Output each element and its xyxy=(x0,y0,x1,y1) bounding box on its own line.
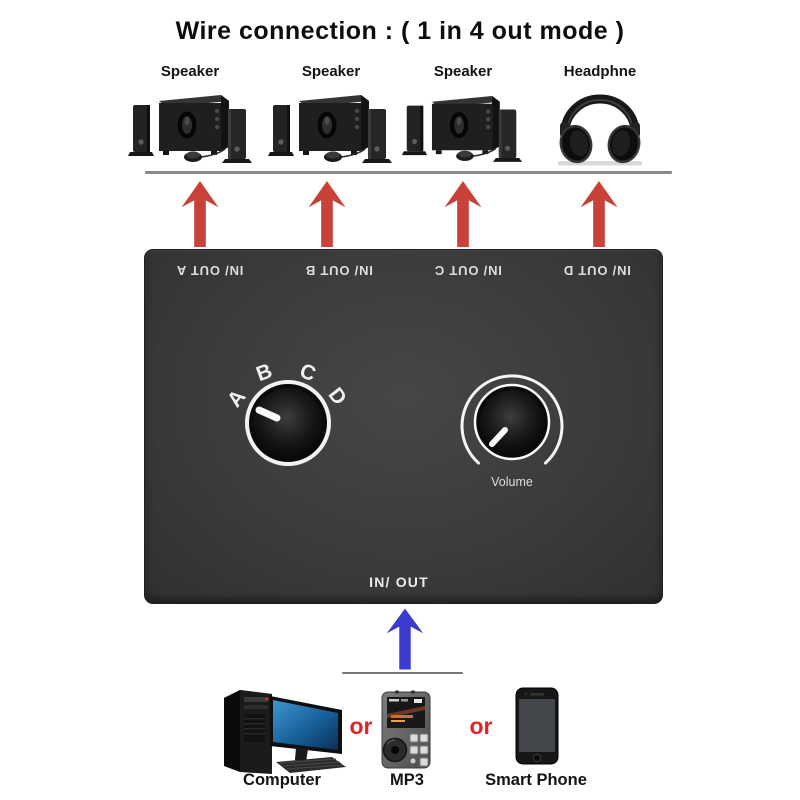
io-label: IN/ OUT xyxy=(369,574,429,590)
output-arrow-a xyxy=(181,181,219,247)
output-arrow-c xyxy=(444,181,482,247)
smartphone-icon xyxy=(515,687,559,765)
output-label-3: Speaker xyxy=(433,63,493,80)
speaker-icon xyxy=(128,95,252,163)
volume-knob[interactable]: Volume xyxy=(445,356,585,496)
mp3-player-icon xyxy=(381,690,431,769)
selector-position-a: A xyxy=(223,385,250,411)
connection-line-top xyxy=(145,171,672,174)
input-arrow xyxy=(386,608,424,670)
selector-indicator xyxy=(255,406,281,422)
source-label-smartphone: Smart Phone xyxy=(485,771,587,789)
switcher-device: IN/ OUT A IN/ OUT B IN/ OUT C IN/ OUT D … xyxy=(144,249,663,604)
connection-line-bottom xyxy=(342,672,463,674)
output-label-4: Headphne xyxy=(563,63,637,80)
volume-indicator xyxy=(489,427,508,447)
speaker-icon xyxy=(401,95,523,162)
channel-selector-knob[interactable]: A B C D xyxy=(205,345,375,505)
output-arrow-d xyxy=(580,181,618,247)
or-separator-1: or xyxy=(349,713,373,739)
selector-position-b: B xyxy=(253,359,275,386)
computer-icon xyxy=(224,690,346,774)
port-label-row: IN/ OUT A IN/ OUT B IN/ OUT C IN/ OUT D xyxy=(145,262,662,280)
selector-position-d: D xyxy=(324,383,351,409)
source-label-computer: Computer xyxy=(243,771,321,789)
output-label-1: Speaker xyxy=(160,63,220,80)
headphone-icon xyxy=(558,94,642,166)
source-label-mp3: MP3 xyxy=(390,771,424,789)
speaker-icon xyxy=(268,95,392,163)
port-label-c: IN/ OUT C xyxy=(434,263,503,278)
port-label-a: IN/ OUT A xyxy=(175,263,244,278)
output-label-2: Speaker xyxy=(301,63,361,80)
port-label-b: IN/ OUT B xyxy=(304,263,373,278)
or-separator-2: or xyxy=(469,713,493,739)
output-arrow-b xyxy=(308,181,346,247)
selector-position-c: C xyxy=(297,359,319,386)
volume-label: Volume xyxy=(491,475,533,489)
page-title: Wire connection : ( 1 in 4 out mode ) xyxy=(175,17,625,45)
volume-arc xyxy=(460,374,564,465)
port-label-d: IN/ OUT D xyxy=(563,263,632,278)
